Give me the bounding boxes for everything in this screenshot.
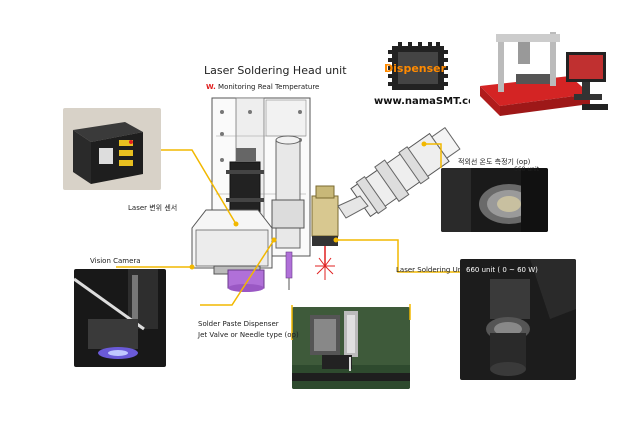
ir-unit-label: 660 unit [514, 166, 539, 173]
dispenser-label-line2: Jet Valve or Needle type (op) [198, 331, 299, 339]
laser-power-label: 660 unit ( 0 ~ 60 W) [466, 266, 538, 274]
subtitle-text: Monitoring Real Temperature [218, 83, 320, 91]
laser-displacement-sensor-image [63, 108, 161, 190]
subtitle: W. Monitoring Real Temperature [206, 83, 319, 91]
vision-camera-label: Vision Camera [90, 257, 141, 265]
solder-paste-dispenser-image [292, 307, 410, 389]
dispenser-label-line1: Solder Paste Dispenser [198, 320, 279, 328]
dispenser-logo: Dispenser www.namaSMT.com [374, 40, 485, 110]
logo-word: Dispenser [384, 62, 447, 75]
vision-camera-image [74, 269, 166, 367]
laser-sensor-label: Laser 변위 센서 [128, 204, 178, 212]
laser-soldering-unit-label: Laser Soldering Unit [396, 266, 467, 274]
ir-sensor-label: 적외선 온도 측정기 (op) [458, 158, 531, 166]
logo-chip-icon [388, 42, 448, 90]
laser-soldering-unit-image [460, 259, 576, 380]
logo-url: www.namaSMT.com [374, 96, 486, 107]
subtitle-mark: W. [206, 83, 216, 91]
infrared-temperature-sensor-image [441, 168, 548, 232]
laser-spark-icon [315, 257, 335, 280]
page-title: Laser Soldering Head unit [204, 64, 347, 77]
dispenser-machine-image [470, 18, 618, 122]
